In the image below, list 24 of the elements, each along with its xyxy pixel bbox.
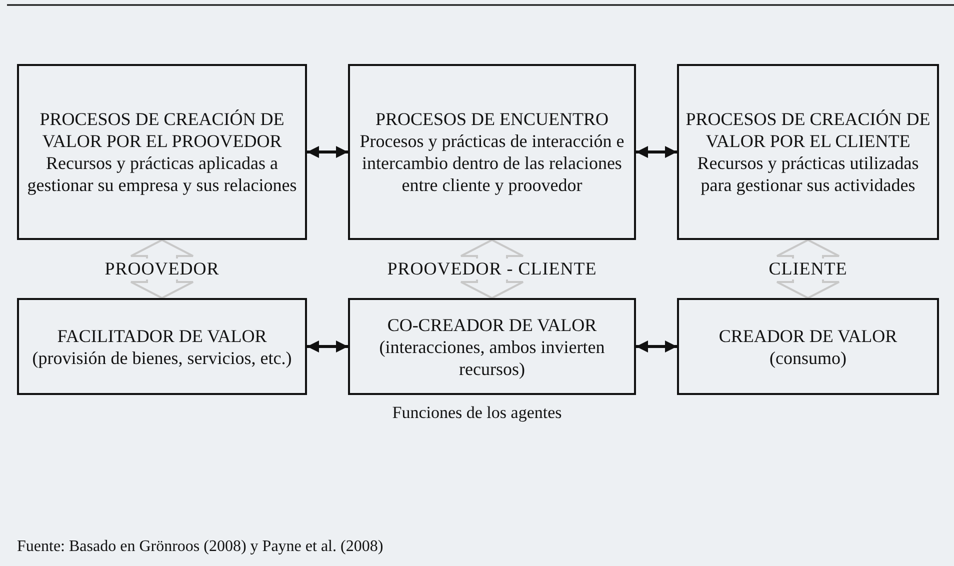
box-description: (provisión de bienes, servicios, etc.) <box>32 346 292 368</box>
double-arrow <box>307 340 348 352</box>
double-arrow <box>307 146 348 158</box>
double-arrow <box>636 340 677 352</box>
box-heading: PROCESOS DE ENCUENTRO <box>375 108 609 130</box>
box-heading: PROCESOS DE CREACIÓN DE VALOR POR EL CLIENTE <box>684 108 932 152</box>
box-heading: CREADOR DE VALOR <box>718 324 898 346</box>
double-arrow <box>636 146 677 158</box>
section-label: Funciones de los agentes <box>391 403 563 423</box>
box-description: Recursos y prácticas aplicadas a gestionar su empresa y sus relaciones <box>26 152 298 196</box>
process-box <box>17 64 307 240</box>
box-description: (consumo) <box>770 346 846 368</box>
process-box <box>677 64 939 240</box>
process-box <box>348 298 636 395</box>
source-note: Fuente: Basado en Grönroos (2008) y Payne et al. (2008) <box>17 538 384 556</box>
box-heading: FACILITADOR DE VALOR <box>57 324 267 346</box>
box-description: (interacciones, ambos invierten recursos) <box>378 336 606 380</box>
process-box <box>17 298 307 395</box>
box-heading: CO-CREADOR DE VALOR <box>387 314 597 336</box>
box-description: Recursos y prácticas utilizadas para gestionar sus actividades <box>696 152 920 196</box>
process-box <box>348 64 636 240</box>
process-box <box>677 298 939 395</box>
box-heading: PROCESOS DE CREACIÓN DE VALOR POR EL PROOVEDOR <box>38 108 286 152</box>
box-description: Procesos y prácticas de interacción e intercambio dentro de las relaciones entre cliente y proovedor <box>358 130 626 196</box>
